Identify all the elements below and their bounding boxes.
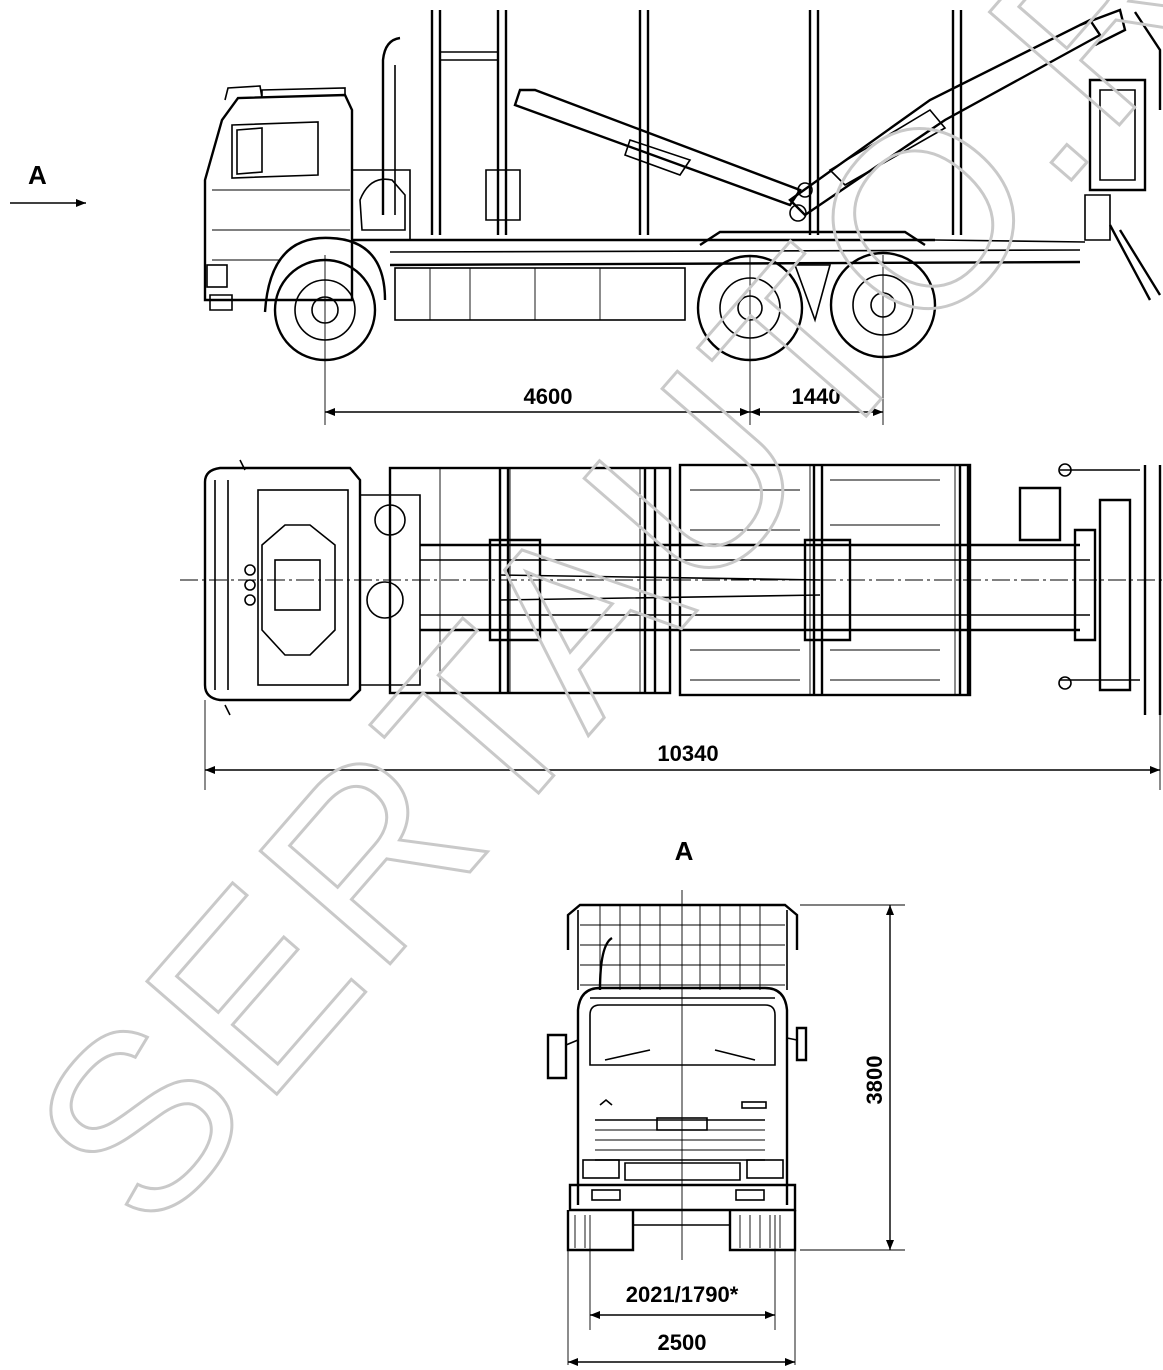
track-width-dimension: 2021/1790* (590, 1282, 775, 1319)
front-view (546, 890, 905, 1365)
overall-length-value: 10340 (657, 741, 718, 766)
wheelbase-dimension: 4600 1440 (325, 384, 883, 416)
watermark: SERTAUTO.RU (0, 0, 1163, 1276)
overall-height-dimension: 3800 (862, 905, 894, 1250)
side-view (203, 8, 1162, 425)
crane (513, 8, 1162, 301)
top-view (180, 459, 1163, 790)
track-width-value: 2021/1790* (626, 1282, 739, 1307)
view-arrow-a: A (10, 160, 86, 207)
view-arrow-label: A (28, 160, 47, 190)
overall-height-value: 3800 (862, 1056, 887, 1105)
wheelbase-rear-value: 1440 (792, 384, 841, 409)
overall-length-dimension: 10340 (205, 741, 1160, 774)
front-view-title: A (675, 836, 694, 866)
overall-width-dimension: 2500 (568, 1330, 795, 1366)
wheelbase-front-value: 4600 (524, 384, 573, 409)
overall-width-value: 2500 (658, 1330, 707, 1355)
